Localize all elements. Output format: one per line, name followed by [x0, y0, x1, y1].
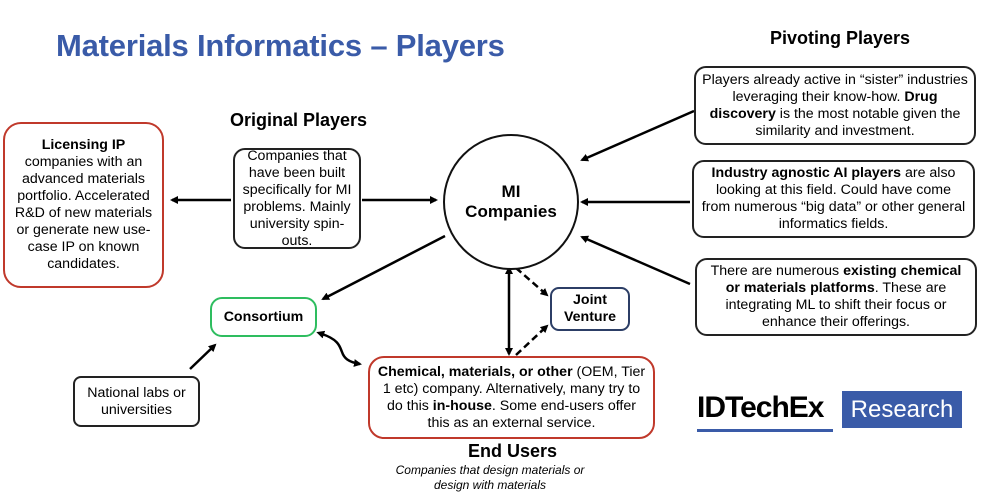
end-user-box: Chemical, materials, or other (OEM, Tier…	[368, 356, 655, 439]
pivot-3-text-end: . These are integrating ML to shift thei…	[725, 280, 947, 330]
consortium-box: Consortium	[210, 297, 317, 337]
pivot-2-text: are also looking at this field. Could ha…	[701, 165, 966, 232]
arrow-mi-to-consortium	[321, 234, 446, 301]
pivot-3-text: There are numerous	[710, 263, 844, 279]
national-labs-label: National labs or universities	[87, 384, 186, 418]
original-players-description: Companies that have been built specifica…	[242, 147, 352, 249]
end-users-caption-line-2: design with materials	[433, 478, 547, 492]
mi-label: MI	[501, 182, 521, 201]
end-user-text: (OEM, Tier 1 etc) company. Alternatively…	[382, 363, 646, 414]
pivot-sister-industries-box: Players already active in “sister” indus…	[694, 66, 976, 145]
dashed-arrow-mi-to-jv	[515, 267, 549, 297]
joint-venture-box: Joint Venture	[550, 287, 630, 331]
arrow-pivot1-to-mi	[580, 109, 695, 162]
venture-label: Venture	[563, 309, 617, 325]
dashed-arrow-enduser-to-jv	[515, 324, 549, 356]
pivot-3-bold: existing chemical or materials platforms	[725, 263, 962, 296]
consortium-label: Consortium	[223, 308, 304, 325]
pivot-1-text-end: is the most notable given the similarity…	[755, 105, 961, 139]
research-badge: Research	[842, 391, 962, 428]
pivoting-players-heading: Pivoting Players	[770, 28, 911, 48]
end-user-text-end: . Some end-users offer this as an extern…	[427, 397, 636, 431]
logo-underline	[697, 429, 833, 432]
mi-companies-node: MI Companies	[443, 134, 579, 270]
pivot-1-bold: Drug discovery	[709, 88, 938, 122]
arrow-labs-to-consortium	[189, 343, 217, 370]
pivot-1-text: Players already active in “sister” indus…	[702, 71, 968, 105]
pivot-ai-players-box: Industry agnostic AI players are also lo…	[692, 160, 975, 238]
arrow-pivot3-to-mi	[580, 235, 691, 286]
idtechex-logo-text: IDTechEx	[697, 391, 824, 424]
page-title: Materials Informatics – Players	[56, 28, 505, 63]
end-users-caption-line-1: Companies that design materials or	[395, 463, 585, 477]
end-users-heading: End Users	[468, 441, 558, 461]
companies-label: Companies	[465, 202, 557, 221]
end-users-caption: Companies that design materials or desig…	[390, 463, 590, 493]
pivot-platforms-box: There are numerous existing chemical or …	[695, 258, 977, 336]
licensing-ip-box: Licensing IP companies with an advanced …	[3, 122, 164, 288]
end-user-bold-1: Chemical, materials, or other	[377, 363, 573, 380]
pivot-2-bold: Industry agnostic AI players	[711, 165, 902, 181]
original-players-box: Companies that have been built specifica…	[233, 148, 361, 249]
original-players-heading: Original Players	[230, 110, 368, 130]
end-user-bold-2: in-house	[432, 397, 492, 414]
national-labs-box: National labs or universities	[73, 376, 200, 427]
licensing-ip-description: companies with an advanced materials por…	[14, 154, 153, 272]
licensing-ip-title: Licensing IP	[41, 137, 126, 153]
joint-label: Joint	[573, 292, 607, 308]
curved-arrow-consortium-end-users	[316, 330, 362, 367]
